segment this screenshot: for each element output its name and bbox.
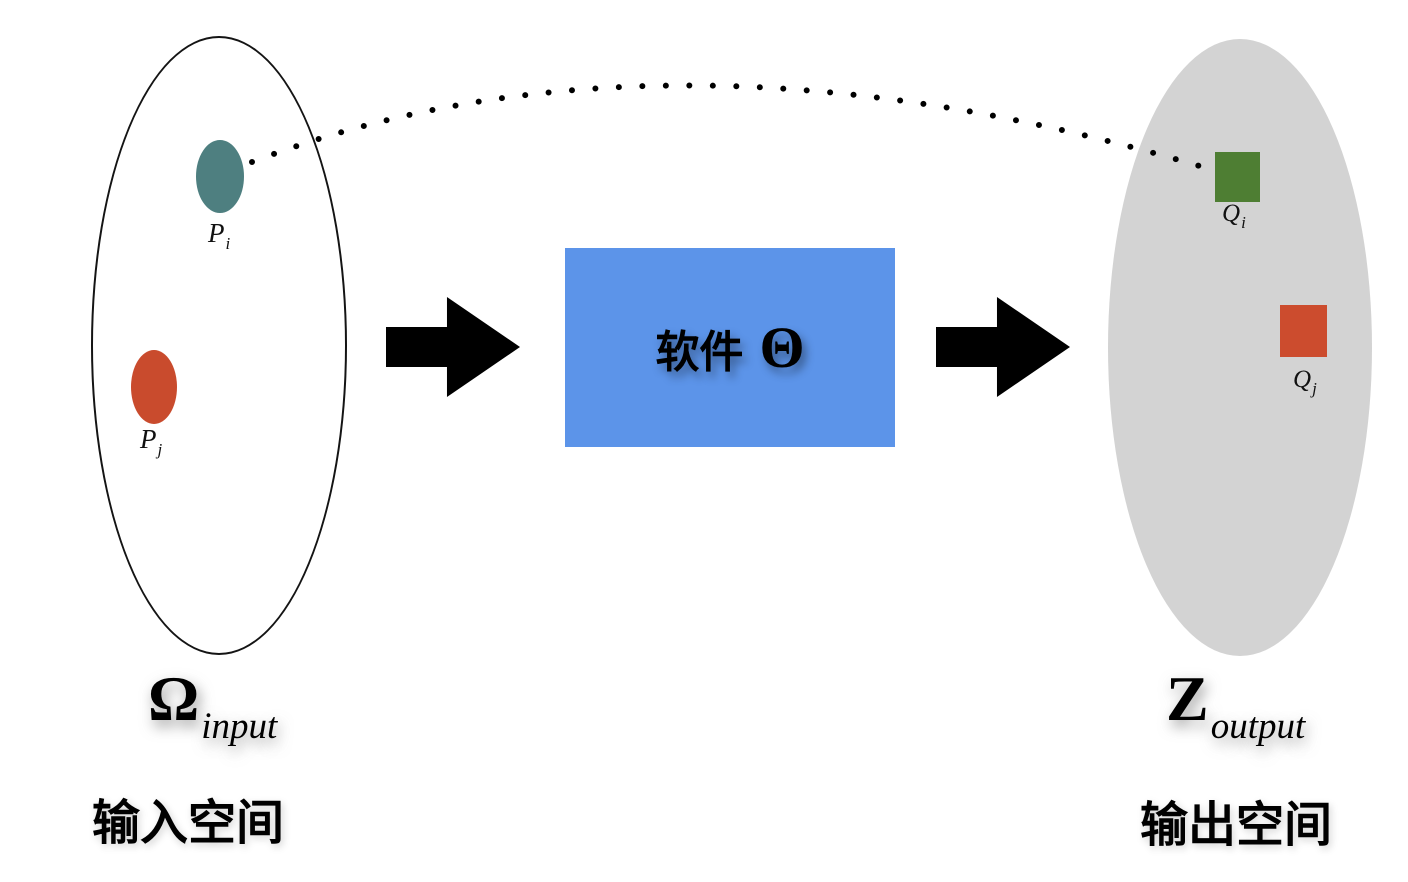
software-box: 软件 Θ xyxy=(565,248,895,447)
point-pi-label: Pi xyxy=(208,218,230,254)
point-qi-label-subscript: i xyxy=(1241,213,1246,232)
point-qj-label: Qj xyxy=(1293,366,1317,399)
input-space-symbol-subscript: input xyxy=(201,706,278,747)
point-qi-label: Qi xyxy=(1222,200,1246,233)
point-pi-label-base: P xyxy=(208,218,225,248)
point-pi-label-subscript: i xyxy=(225,234,231,253)
input-space-symbol-base: Ω xyxy=(148,663,200,734)
output-space-symbol-base: Z xyxy=(1166,663,1209,734)
input-space-ellipse xyxy=(91,36,347,655)
point-pj-label-subscript: j xyxy=(157,440,163,459)
point-qj-label-base: Q xyxy=(1293,366,1312,393)
point-pj-label-base: P xyxy=(140,424,157,454)
input-space-symbol: Ωinput xyxy=(148,662,277,748)
software-label: 软件 xyxy=(655,327,744,377)
theta-symbol: Θ xyxy=(759,314,805,380)
software-box-content: 软件 Θ xyxy=(655,316,804,380)
mapping-dotted-curve-path xyxy=(249,82,1216,173)
point-qj-label-subscript: j xyxy=(1312,379,1317,398)
point-qi-square xyxy=(1215,152,1260,202)
transform-arrow-right xyxy=(936,297,1070,397)
input-space-caption: 输入空间 xyxy=(92,797,285,850)
transform-arrow-left xyxy=(386,297,520,397)
output-space-ellipse xyxy=(1108,39,1372,656)
output-space-symbol-subscript: output xyxy=(1210,706,1306,747)
point-pj-label: Pj xyxy=(140,424,162,460)
output-space-symbol: Zoutput xyxy=(1166,662,1305,748)
output-space-caption: 输出空间 xyxy=(1140,799,1333,852)
point-qj-square xyxy=(1280,305,1327,357)
point-pi-ellipse xyxy=(196,140,244,213)
point-pj-ellipse xyxy=(131,350,177,424)
point-qi-label-base: Q xyxy=(1222,200,1241,227)
